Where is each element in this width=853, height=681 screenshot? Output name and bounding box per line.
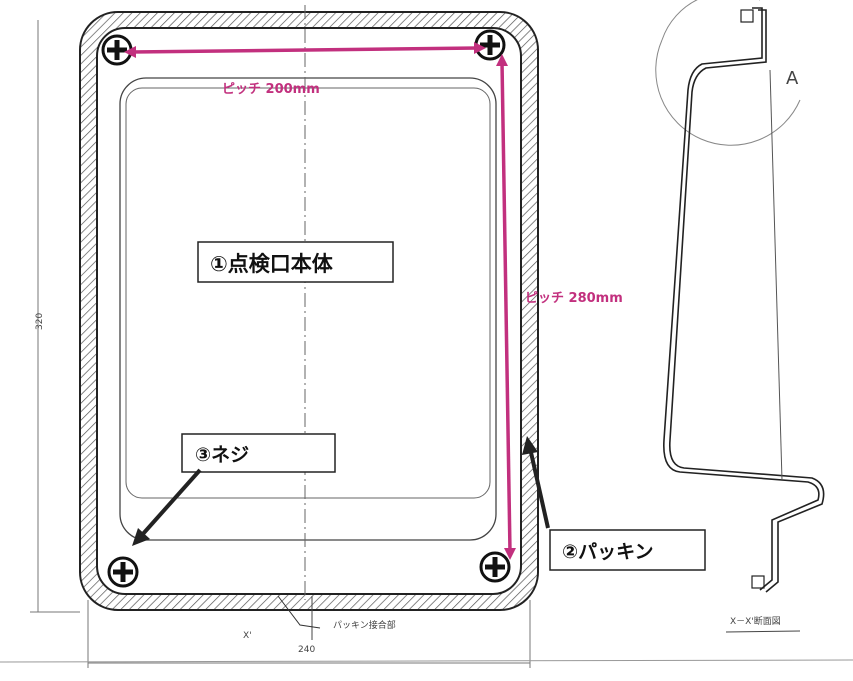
section-marker: X' [243, 631, 252, 641]
packing-label-box [549, 529, 706, 571]
pitch-vertical-label: ピッチ 280mm [525, 291, 623, 306]
section-profile [655, 0, 825, 593]
section-title-underline [725, 630, 801, 633]
detail-marker: A [786, 68, 799, 89]
packing-label: ②パッキン [562, 541, 654, 563]
packing-joint-label: パッキン接合部 [333, 619, 396, 631]
dimension-lines [0, 20, 853, 668]
screw-pointer-arrow [132, 468, 202, 546]
screw-icons [101, 29, 511, 588]
width-dimension: 240 [298, 645, 315, 655]
height-dimension: 320 [35, 313, 45, 330]
pitch-arrows [124, 42, 516, 560]
main-body-label: ①点検口本体 [210, 252, 334, 276]
section-title: X－X'断面図 [730, 615, 781, 627]
pitch-horizontal-label: ピッチ 200mm [222, 82, 320, 97]
screw-label: ③ネジ [195, 444, 249, 466]
screw-label-box [181, 433, 336, 473]
hatch-frame [79, 5, 539, 640]
packing-pointer-arrow [522, 436, 550, 529]
main-body-label-box [197, 241, 394, 283]
